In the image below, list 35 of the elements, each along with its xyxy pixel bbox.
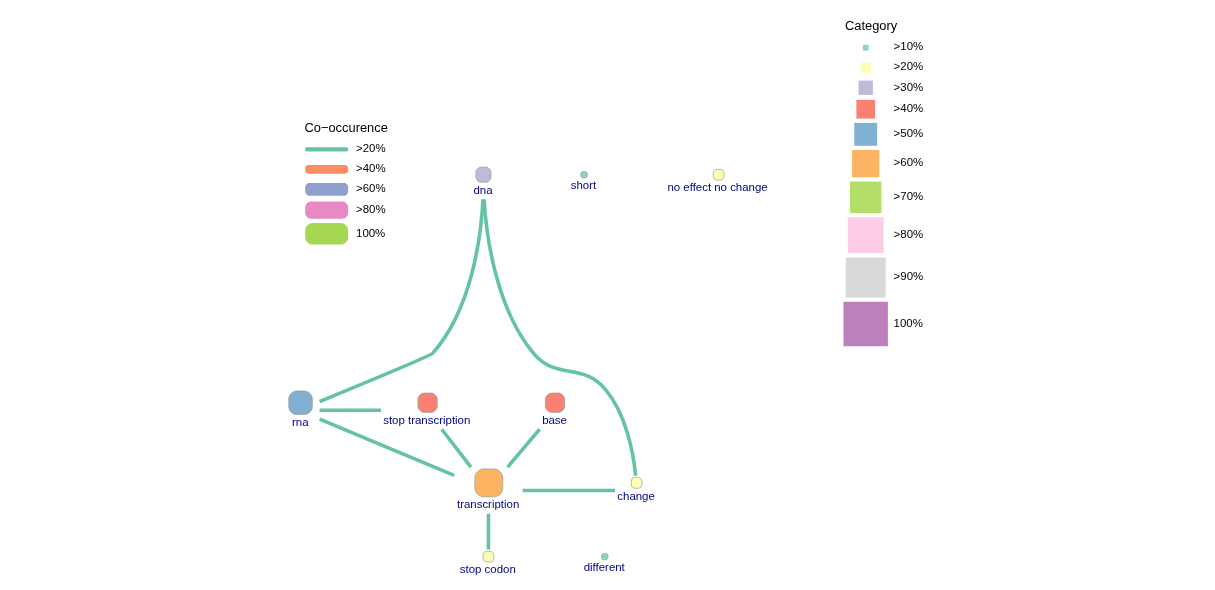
legend-label: 100% [893,316,923,329]
connector [481,199,637,476]
connector [319,408,381,413]
connector [505,428,541,469]
legend-label: >60% [355,182,386,195]
node-label: stop codon [459,563,516,576]
node-label: change [616,489,655,502]
node-label: rna [291,415,308,428]
node-label: short [570,179,596,192]
legend-label: >20% [893,60,923,73]
label: Co−occurence [303,119,388,135]
connector [318,199,485,404]
legend-label: >70% [893,190,923,203]
legend-label: >10% [893,40,923,53]
connector [486,513,490,550]
legend-label: >80% [355,202,386,215]
node-label: no effect no change [666,181,768,194]
legend-label: >90% [893,270,923,283]
connector [522,488,615,493]
legend-label: >60% [893,156,923,169]
legend-label: >30% [893,80,923,93]
legend-label: >40% [355,162,386,175]
node-label: stop transcription [382,413,470,426]
legend-label: >20% [355,142,386,155]
legend-label: >80% [893,227,923,240]
connector [318,417,455,478]
node-label: different [583,561,625,574]
node-label: transcription [456,498,519,511]
label: Category [844,18,897,34]
legend-label: >50% [893,127,923,140]
node-label: base [541,413,567,426]
connector [439,428,472,469]
legend-label: >40% [893,101,923,114]
node-label: dna [472,183,493,196]
legend-label: 100% [355,226,385,239]
